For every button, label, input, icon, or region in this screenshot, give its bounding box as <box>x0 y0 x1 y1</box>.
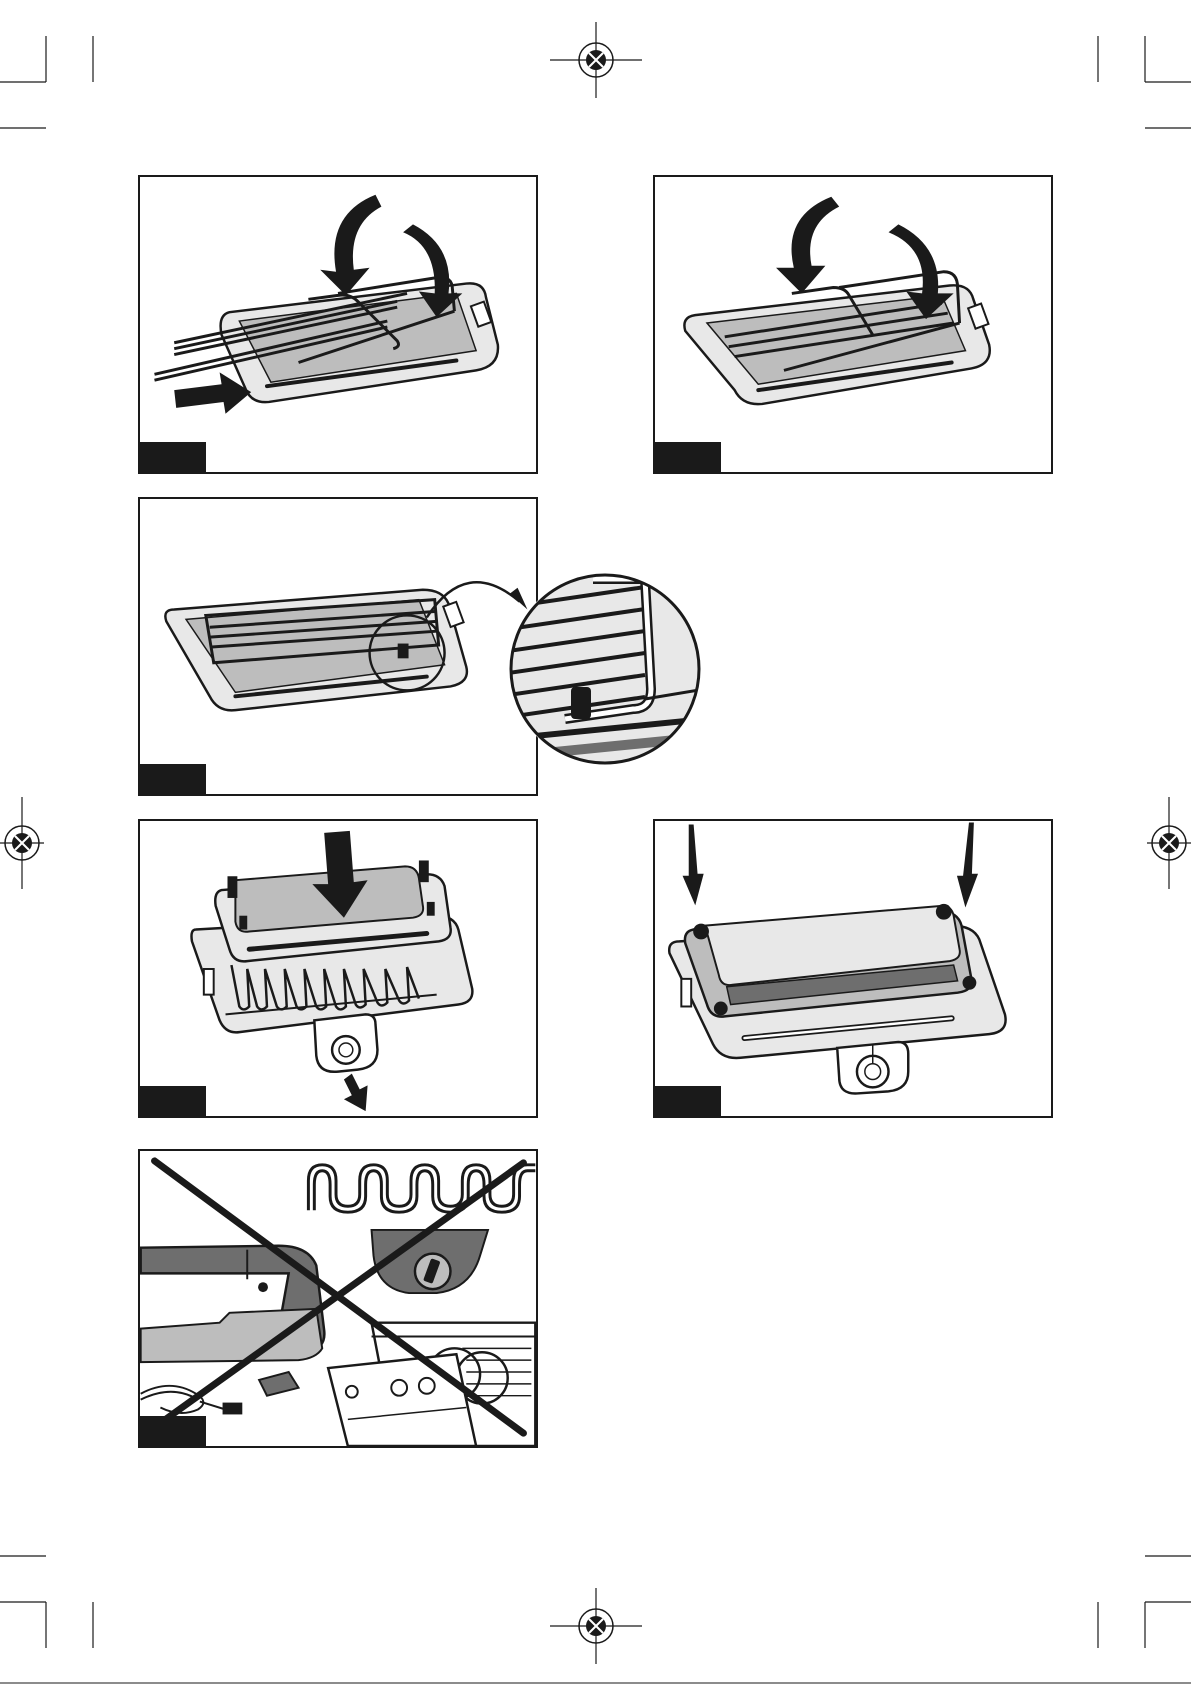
arrow-down-icon <box>683 823 977 906</box>
magnifier-detail-icon <box>505 569 705 769</box>
figure-6-illustration <box>140 1151 536 1446</box>
figure-2-illustration <box>655 177 1051 472</box>
figure-4-illustration <box>140 821 536 1116</box>
figure-2-panel <box>653 175 1053 474</box>
figure-4-label-tab <box>140 1086 206 1116</box>
figure-1-label-tab <box>140 442 206 472</box>
arrow-right-icon <box>174 372 251 413</box>
figure-1-panel <box>138 175 538 474</box>
dishwasher-icon <box>328 1323 535 1446</box>
control-knob-icon <box>837 1042 908 1094</box>
drip-tray-icon <box>684 285 989 404</box>
control-knob-icon <box>314 1014 377 1071</box>
figure-3-label-tab <box>140 764 206 794</box>
heating-element-icon <box>308 1165 535 1212</box>
figure-2-label-tab <box>655 442 721 472</box>
figure-1-illustration <box>140 177 536 472</box>
figure-6-panel <box>138 1149 538 1448</box>
figure-5-label-tab <box>655 1086 721 1116</box>
figure-4-panel <box>138 819 538 1118</box>
figure-3-illustration <box>140 499 536 794</box>
figure-3-panel <box>138 497 538 796</box>
figure-5-panel <box>653 819 1053 1118</box>
figure-6-label-tab <box>140 1416 206 1446</box>
figure-5-illustration <box>655 821 1051 1116</box>
